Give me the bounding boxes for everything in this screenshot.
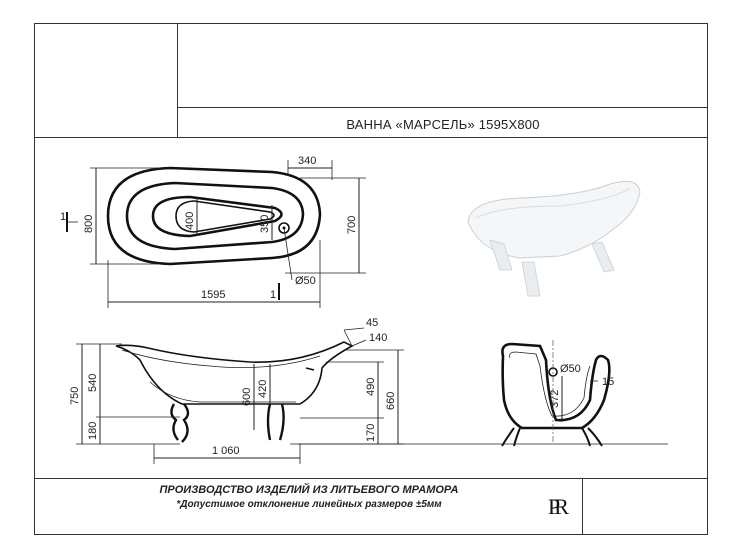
tub-outline-inner [151, 195, 283, 238]
dim-1060-label: 1 060 [212, 445, 240, 457]
title-block-divider [177, 24, 178, 137]
dim-540-label: 540 [87, 374, 99, 392]
side-view: 750 540 180 600 420 490 170 660 45 140 1… [69, 317, 404, 464]
side-foot-right [266, 403, 285, 441]
brand-logo-text: PR [548, 494, 569, 519]
end-foot-right [581, 427, 603, 447]
footer-top-rule [35, 478, 707, 479]
dim-600-label: 600 [241, 388, 253, 406]
dim-660-label: 660 [385, 392, 397, 410]
dim-180-label: 180 [87, 422, 99, 440]
drain-leader [283, 227, 293, 281]
side-tub-bottom [149, 381, 296, 403]
section-mark-bottom-label: 1 [270, 289, 276, 301]
dim-45-label: 45 [366, 317, 378, 329]
dim-140-label: 140 [369, 332, 387, 344]
dim-170-label: 170 [365, 424, 377, 442]
dim-372-label: 372 [549, 390, 561, 408]
dim-700-label: 700 [346, 216, 358, 234]
dim-420-label: 420 [257, 380, 269, 398]
dim-750-label: 750 [69, 387, 81, 405]
section-mark-left-label: 1 [60, 211, 66, 223]
dim-800-label: 800 [83, 215, 95, 233]
side-tub-outer [115, 341, 354, 405]
tub-outline-outer [106, 166, 322, 266]
dim-340-label: 340 [298, 155, 316, 167]
top-view: 800 1 400 350 340 700 Ø50 1 1595 [60, 155, 366, 308]
tub-outline-middle [125, 181, 305, 251]
footer-line-2: *Допустимое отклонение линейных размеров… [176, 499, 442, 510]
end-view: Ø50 372 15 [298, 340, 668, 447]
dim-490-label: 490 [365, 378, 377, 396]
footer-line-1: ПРОИЗВОДСТВО ИЗДЕЛИЙ ИЗ ЛИТЬЕВОГО МРАМОР… [159, 484, 459, 496]
dim-350-label: 350 [259, 215, 271, 233]
dim-140-leader [351, 339, 367, 347]
dim-45-shelf [343, 327, 365, 331]
footer-divider [582, 478, 583, 535]
brand-logo: PR [548, 494, 569, 520]
overflow-icon [305, 367, 315, 371]
end-drain-label: Ø50 [560, 363, 581, 375]
dim-15-label: 15 [602, 376, 614, 388]
title-block-rule [177, 107, 707, 108]
side-foot-left [170, 403, 190, 443]
tub-photo [467, 180, 641, 297]
side-tub-inner [121, 349, 321, 369]
drawing-frame [34, 23, 708, 535]
end-tub-inner [509, 351, 591, 417]
drawing-title: ВАННА «МАРСЕЛЬ» 1595X800 [346, 117, 540, 132]
tub-outline-basin [175, 200, 275, 233]
end-tub-outline [501, 342, 611, 430]
dim-1595-label: 1595 [201, 289, 225, 301]
dim-45-leader [343, 329, 353, 347]
end-foot-left [501, 427, 521, 447]
dim-400-label: 400 [184, 212, 196, 230]
drain-diameter-label: Ø50 [295, 275, 316, 287]
header-bottom-rule [35, 137, 707, 138]
drain-icon [278, 222, 290, 234]
